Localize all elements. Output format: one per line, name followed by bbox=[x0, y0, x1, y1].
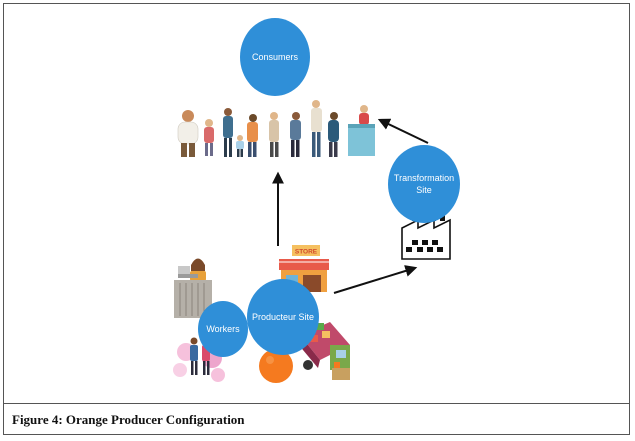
producer-label: Producteur Site bbox=[251, 311, 315, 322]
consumers-label: Consumers bbox=[251, 51, 298, 62]
consumers-node: Consumers bbox=[240, 18, 310, 96]
people-crowd-icon bbox=[177, 100, 375, 157]
produce-truck-icon bbox=[298, 322, 350, 380]
figure-caption: Figure 4: Orange Producer Configuration bbox=[12, 412, 245, 427]
transformation-label-line2: Site bbox=[416, 185, 432, 195]
producer-site-node: Producteur Site bbox=[247, 279, 319, 355]
arrow-producer-to-transformation bbox=[333, 265, 418, 294]
caption-bar: Figure 4: Orange Producer Configuration bbox=[3, 403, 630, 435]
store-sign-text: STORE bbox=[295, 249, 318, 256]
workers-node: Workers bbox=[198, 301, 248, 357]
transformation-site-node: Transformation Site bbox=[388, 145, 460, 223]
workers-label: Workers bbox=[206, 323, 240, 334]
transformation-label-line1: Transformation bbox=[393, 172, 455, 183]
arrow-transformation-to-consumers bbox=[377, 118, 429, 144]
